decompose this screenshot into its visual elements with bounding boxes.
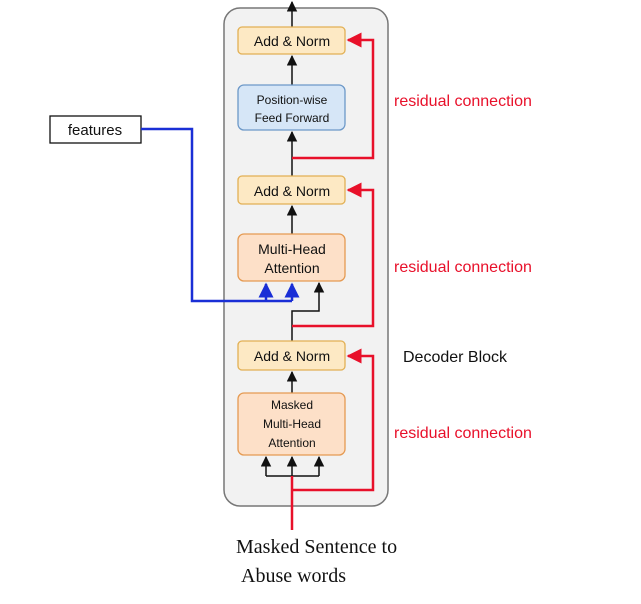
masked-attention-box — [237, 392, 346, 456]
add-norm-mid-label: Add & Norm — [254, 183, 330, 199]
masked-attention-label-3: Attention — [268, 436, 315, 450]
multi-head-attention-label-2: Attention — [264, 260, 319, 276]
features-label: features — [68, 122, 122, 139]
residual-connection-bottom — [292, 348, 375, 492]
decoder-block-label: Decoder Block — [403, 349, 508, 366]
feed-forward-label-2: Feed Forward — [255, 111, 330, 125]
features-path — [141, 127, 292, 303]
add-norm-bottom-box — [237, 340, 346, 371]
features-box — [49, 115, 142, 144]
multi-head-attention-label-1: Multi-Head — [258, 241, 326, 257]
residual-connection-middle — [292, 182, 375, 328]
residual-connection-top — [292, 32, 375, 160]
residual-label-middle: residual connection — [394, 259, 532, 276]
input-label-line-1: Masked Sentence to — [236, 536, 397, 558]
residual-label-bottom: residual connection — [394, 425, 532, 442]
add-norm-mid-box — [237, 175, 346, 205]
residual-label-top: residual connection — [394, 93, 532, 110]
feed-forward-label-1: Position-wise — [257, 93, 328, 107]
masked-attention-label-2: Multi-Head — [263, 417, 321, 431]
add-norm-bottom-label: Add & Norm — [254, 348, 330, 364]
masked-attention-label-1: Masked — [271, 398, 313, 412]
input-label-line-2: Abuse words — [241, 565, 346, 587]
add-norm-top-label: Add & Norm — [254, 33, 330, 49]
feed-forward-box — [237, 84, 346, 131]
multi-head-attention-box — [237, 233, 346, 282]
add-norm-top-box — [237, 26, 346, 55]
